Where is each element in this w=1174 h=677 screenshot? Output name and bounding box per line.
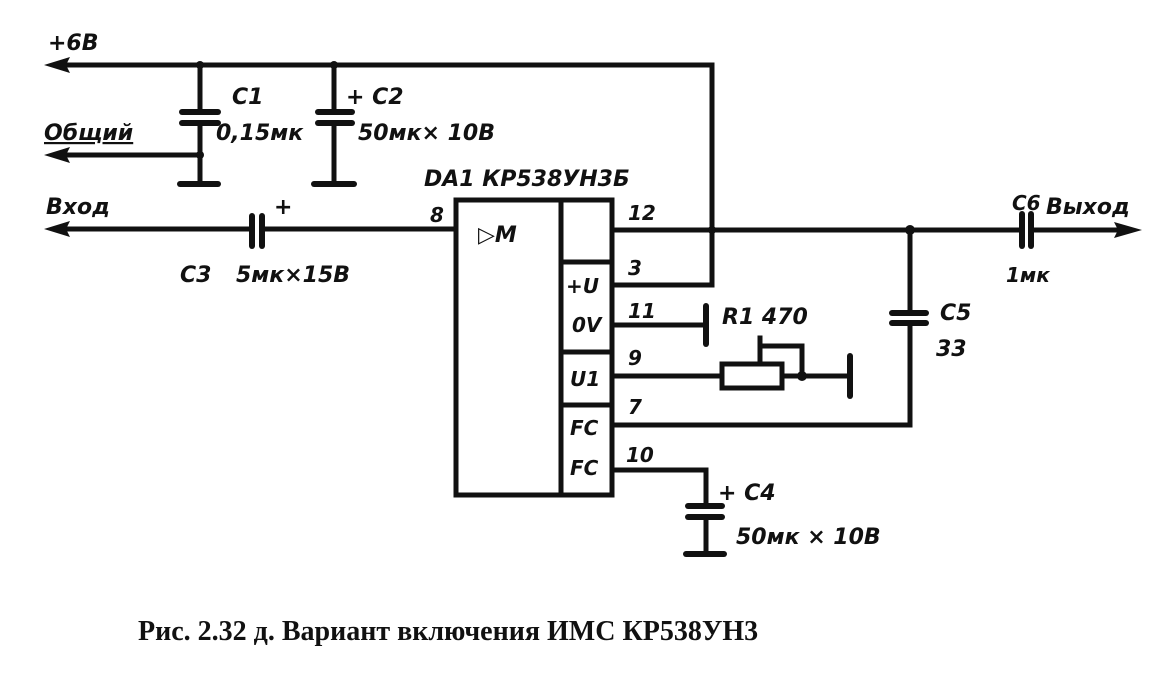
c4-ref: + C4 [718,481,776,506]
c5-ref: C5 [940,301,971,326]
c3-value: 5мк×15В [236,263,350,288]
chip-designator: DA1 КР538УН3Б [424,167,630,192]
input-arrow-icon [44,221,70,237]
common-arrow-icon [44,147,70,163]
output-arrow-icon [1114,222,1142,238]
pin-number-12: 12 [628,201,656,225]
pin-number-3: 3 [628,256,642,280]
common-label: Общий [44,121,133,146]
c6-value: 1мк [1006,263,1050,287]
output-line [609,211,1142,249]
pin-number-9: 9 [628,346,642,370]
chip-pin-label-0v: 0V [572,313,603,337]
c3-polarity: + [274,195,292,220]
common-rail [44,147,204,163]
capacitor-c5 [609,227,929,428]
supply-label: +6В [48,31,99,56]
capacitor-c4 [609,467,727,557]
pin-number-8: 8 [430,203,444,227]
chip-pin-label-plus-u: +U [566,274,599,298]
chip-function-symbol: ▷M [478,223,517,248]
resistor-r1 [609,335,853,399]
c2-ref: + C2 [346,85,404,110]
c6-ref: C6 [1012,191,1041,215]
r1-ref: R1 470 [722,305,808,330]
c1-ref: C1 [232,85,263,110]
output-label: Выход [1046,195,1130,220]
figure-caption: Рис. 2.32 д. Вариант включения ИМС КР538… [138,616,758,647]
input-label: Вход [46,195,110,220]
pin-number-7: 7 [628,395,642,419]
chip-pin-label-fc2: FC [570,456,599,480]
chip-pin-label-fc1: FC [570,416,599,440]
capacitor-c2 [311,62,357,187]
supply-arrow-icon [44,57,70,73]
ground-connection-pin11 [609,303,709,347]
chip-da1 [453,197,615,498]
c1-value: 0,15мк [216,121,304,146]
c3-ref: C3 [180,263,211,288]
input-line [44,213,459,249]
c2-value: 50мк× 10В [358,121,495,146]
capacitor-c1 [177,62,221,187]
c5-value: 33 [936,337,967,362]
pin-number-11: 11 [628,299,656,323]
c4-value: 50мк × 10В [736,525,881,550]
chip-pin-label-u1: U1 [570,367,600,391]
pin-number-10: 10 [626,443,654,467]
